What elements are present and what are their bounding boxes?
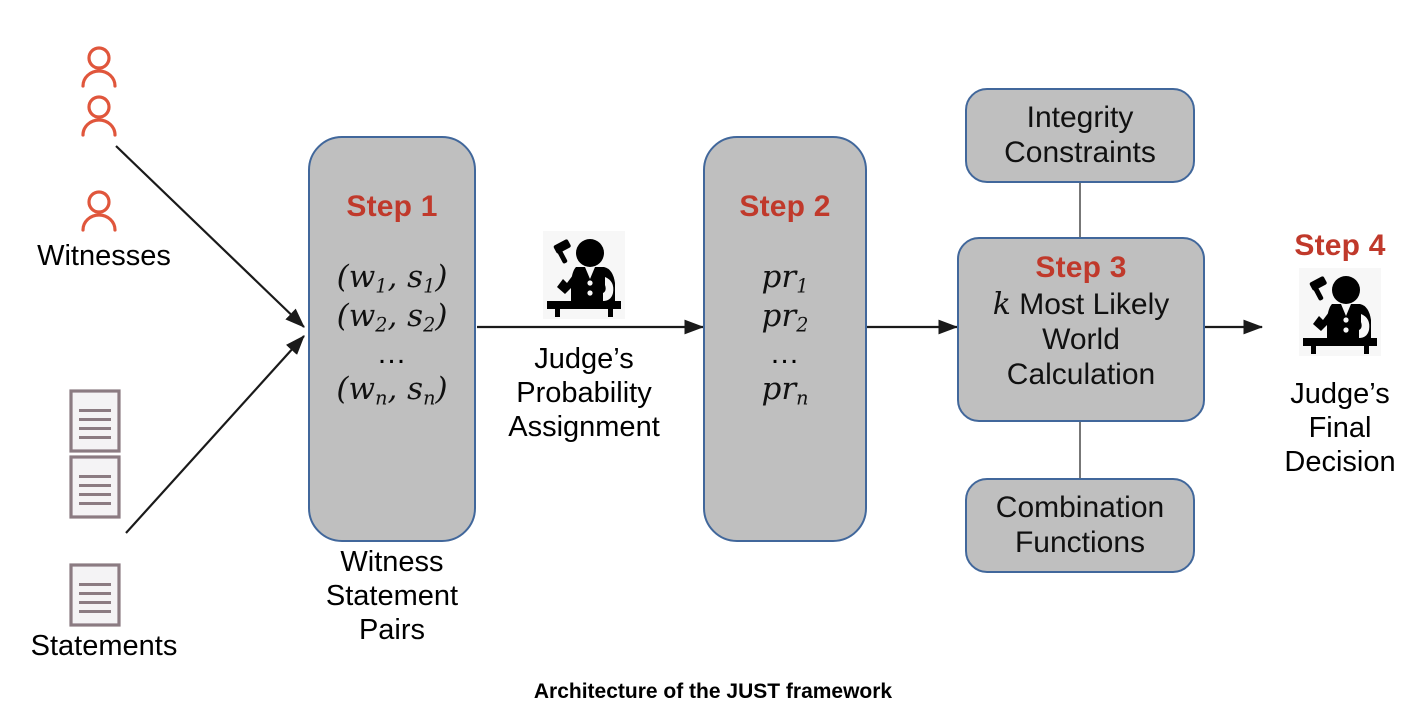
statements-label: Statements — [30, 630, 178, 662]
step-3-box[interactable]: Step 3 k Most Likely World Calculation — [957, 237, 1205, 422]
step-3-title: Step 3 — [1035, 251, 1127, 284]
judges-probability-assignment-label: Judge’s Probability Assignment — [508, 343, 660, 443]
person-icon — [81, 46, 117, 88]
combination-functions-line-2: Functions — [1014, 525, 1146, 559]
integrity-constraints-line-1: Integrity — [1026, 100, 1134, 134]
step-2-pr-n: prn — [761, 371, 809, 410]
step-4-title: Step 4 — [1294, 229, 1386, 262]
document-icon — [69, 563, 121, 627]
document-icon — [69, 455, 121, 519]
step-2-pr-2: pr2 — [761, 298, 809, 337]
step-3-line-1-rest: Most Likely — [1010, 288, 1170, 321]
step-2-pr-1: pr1 — [761, 259, 809, 298]
combination-functions-line-1: Combination — [995, 490, 1165, 524]
step-1-ellipsis: … — [376, 337, 408, 371]
step-2-box[interactable]: Step 2 pr1 pr2 … prn — [703, 136, 867, 542]
step-4-caption: Judge’s Final Decision — [1284, 378, 1396, 478]
step-3-line-1: k Most Likely — [992, 287, 1170, 323]
step-3-line-3: Calculation — [1006, 357, 1156, 391]
witnesses-label: Witnesses — [37, 240, 171, 272]
step-2-ellipsis: … — [769, 337, 801, 371]
arrow-statements-to-step1 — [125, 335, 305, 534]
person-icon — [81, 190, 117, 232]
step-1-pair-2: (w2, s2) — [336, 298, 448, 337]
step-1-caption: Witness Statement Pairs — [325, 546, 459, 646]
figure-caption: Architecture of the JUST framework — [533, 680, 893, 703]
step-1-pair-1: (w1, s1) — [336, 259, 448, 298]
arrow-witnesses-to-step1 — [115, 145, 305, 328]
judge-icon — [1299, 268, 1381, 356]
judge-icon — [543, 231, 625, 319]
step-1-box[interactable]: Step 1 (w1, s1) (w2, s2) … (wn, sn) — [308, 136, 476, 542]
step-3-k-symbol: k — [992, 287, 1011, 322]
integrity-constraints-box[interactable]: Integrity Constraints — [965, 88, 1195, 183]
step-1-title: Step 1 — [346, 190, 438, 223]
step-3-line-2: World — [1042, 322, 1120, 356]
step-1-pair-n: (wn, sn) — [336, 371, 448, 410]
step-2-title: Step 2 — [739, 190, 831, 223]
combination-functions-box[interactable]: Combination Functions — [965, 478, 1195, 573]
integrity-constraints-line-2: Constraints — [1004, 135, 1156, 169]
document-icon — [69, 389, 121, 453]
person-icon — [81, 95, 117, 137]
